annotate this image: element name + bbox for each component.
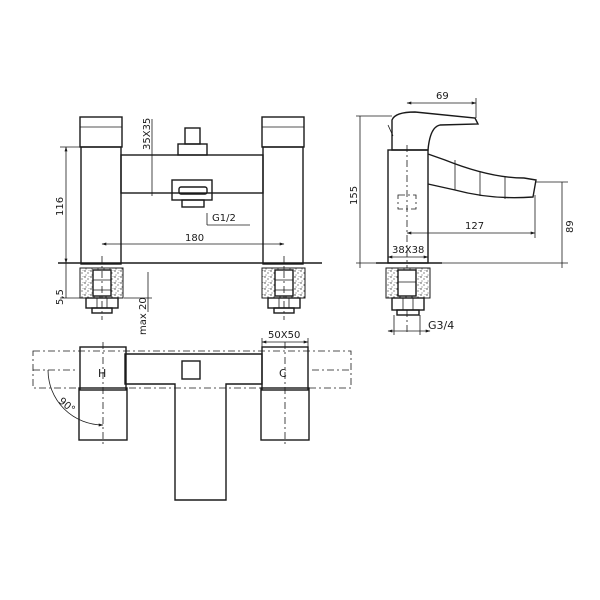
dim-116: 116 xyxy=(55,197,66,216)
dim-38x38: 38X38 xyxy=(392,245,424,256)
dim-69: 69 xyxy=(436,91,449,102)
top-view: H C 50X50 90° xyxy=(32,330,352,501)
left-pillar xyxy=(80,146,122,265)
top-body xyxy=(124,353,263,501)
dim-89: 89 xyxy=(565,220,576,233)
dim-127: 127 xyxy=(465,221,484,232)
diverter-knob xyxy=(184,127,201,145)
dim-35x35: 35X35 xyxy=(142,118,153,150)
side-view: 69 155 127 89 38X38 G3/4 xyxy=(349,91,576,335)
left-handle-top xyxy=(79,116,123,148)
dim-50x50: 50X50 xyxy=(268,330,300,341)
cold-label: C xyxy=(279,367,287,380)
hot-label: H xyxy=(98,367,106,380)
dim-90-degrees: 90° xyxy=(56,396,77,416)
right-handle-top xyxy=(261,116,305,148)
dim-155: 155 xyxy=(349,186,360,205)
side-nut xyxy=(391,297,425,311)
dim-g12: G1/2 xyxy=(212,213,236,224)
dim-max20: max 20 xyxy=(138,297,149,335)
side-lever xyxy=(391,111,480,151)
front-view: 35X35 G1/2 116 180 5,5 max 20 xyxy=(55,116,322,335)
dim-g34: G3/4 xyxy=(428,319,454,332)
dim-180: 180 xyxy=(185,233,204,244)
dim-5-5: 5,5 xyxy=(55,289,66,305)
spout-outlet xyxy=(171,179,213,201)
top-diverter xyxy=(181,360,201,380)
top-deck-outline xyxy=(32,350,352,389)
right-pillar xyxy=(262,146,304,265)
side-spout xyxy=(427,153,537,199)
